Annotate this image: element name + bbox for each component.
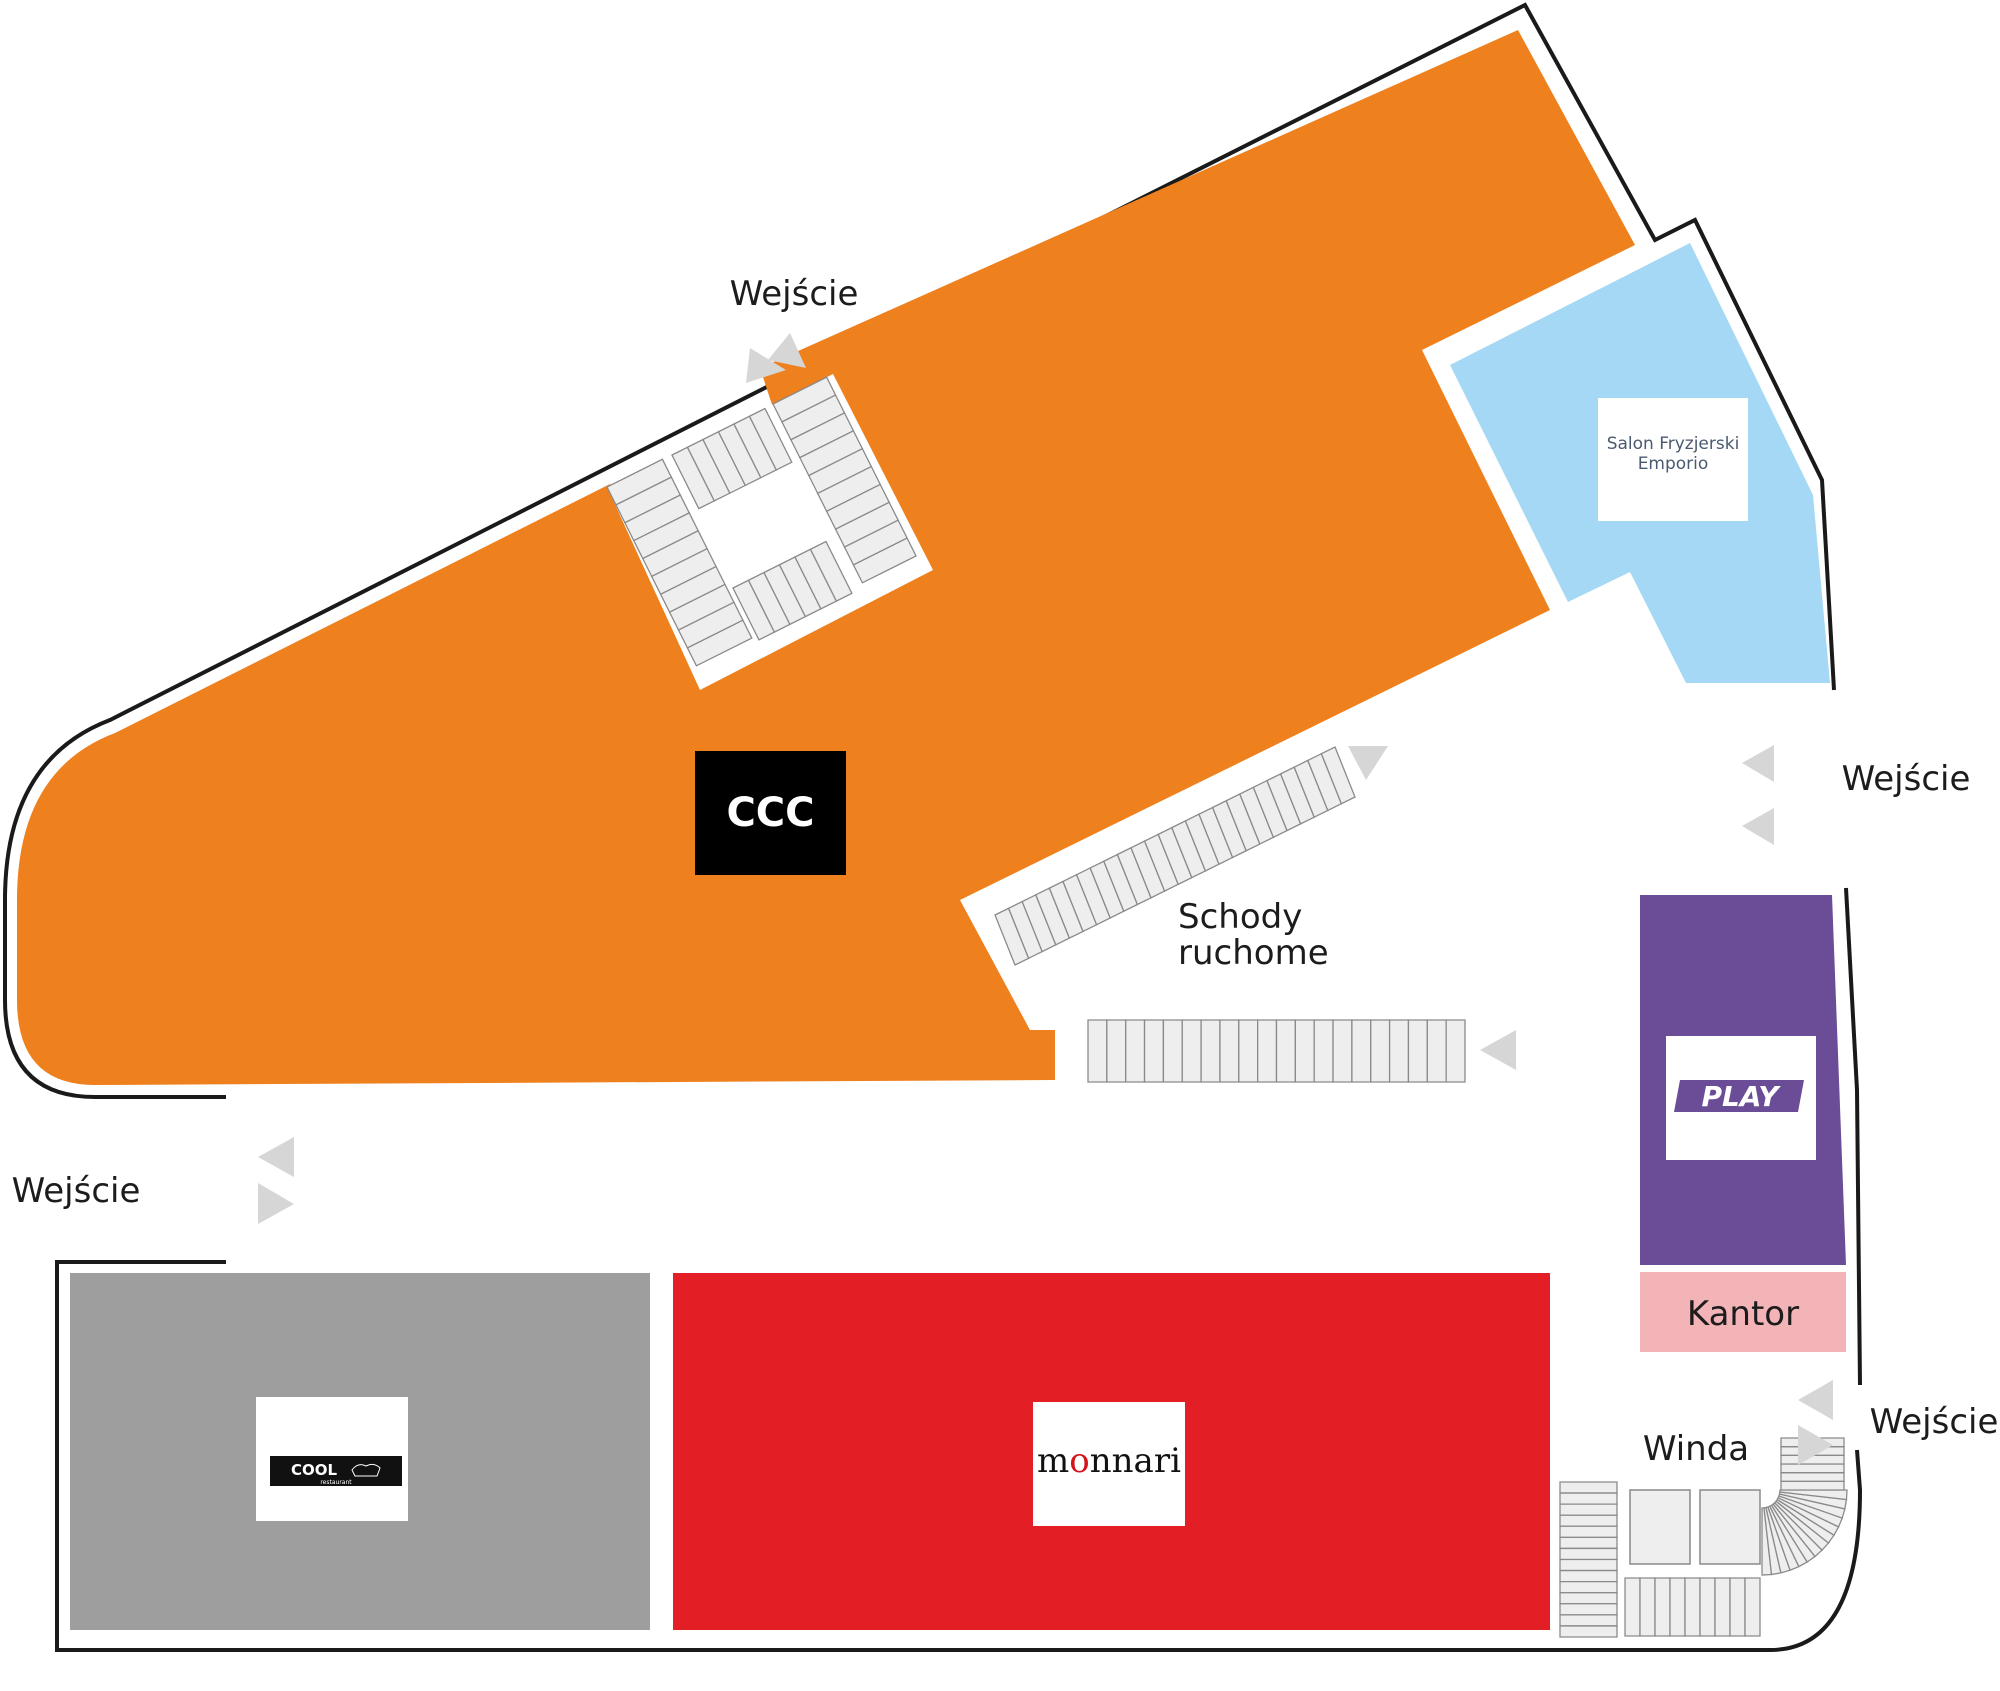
wall-north — [3, 2, 1836, 1099]
entrance-label-top: Wejście — [730, 274, 859, 314]
entrance-arrows — [258, 333, 1833, 1465]
stairs-icon — [1559, 1536, 1618, 1550]
cool-logo-subtext: restaurant — [320, 1479, 352, 1486]
escalator-step — [1370, 1019, 1391, 1083]
escalator-step — [1320, 746, 1356, 805]
triangle-arrow-icon — [1348, 746, 1388, 780]
escalator-diagonal — [994, 746, 1356, 966]
stairs-icon — [1559, 1569, 1618, 1583]
stairs-icon — [1559, 1558, 1618, 1572]
elevator-stair-area — [1559, 1437, 1848, 1638]
monnari-logo-part2: nnari — [1090, 1441, 1181, 1481]
triangle-arrow-icon — [1742, 745, 1774, 782]
stairs-icon — [1559, 1580, 1618, 1594]
central-staircase — [606, 374, 933, 690]
building-walls — [3, 2, 1863, 1652]
elevator-label: Winda — [1643, 1429, 1749, 1469]
stairs-icon — [686, 619, 753, 667]
stairs-icon — [1699, 1577, 1716, 1637]
escalators-label-line2: ruchome — [1178, 933, 1329, 973]
wall-east — [1844, 887, 1862, 1386]
stairs-icon — [1559, 1592, 1618, 1605]
stairs-icon — [809, 540, 853, 602]
escalator-step — [1106, 1019, 1127, 1083]
triangle-arrow-icon — [1480, 1030, 1516, 1070]
stairs-icon — [1780, 1480, 1845, 1491]
stairs-icon — [1559, 1525, 1618, 1539]
monnari-logo-accent: o — [1069, 1441, 1089, 1481]
stairs-icon — [1559, 1492, 1618, 1505]
ccc-logo: CCC — [695, 751, 846, 875]
emporio-logo: Salon Fryzjerski Emporio — [1598, 398, 1748, 521]
escalator-step — [1219, 1019, 1240, 1083]
stairs-icon — [1559, 1514, 1618, 1527]
stairs-icon — [748, 407, 793, 471]
escalator-step — [1294, 1019, 1315, 1083]
cool-logo-text: COOL — [291, 1461, 338, 1479]
triangle-arrow-icon — [258, 1183, 294, 1224]
escalator-step — [1332, 1019, 1353, 1083]
stairs-icon — [1559, 1481, 1618, 1494]
escalator-step — [1125, 1019, 1146, 1083]
stairs-icon — [1639, 1577, 1656, 1637]
escalator-step — [1388, 1019, 1410, 1083]
elevator-car-1[interactable] — [1629, 1489, 1691, 1565]
stairs-icon — [1559, 1503, 1618, 1516]
stairs-icon — [1744, 1577, 1761, 1637]
kantor-label: Kantor — [1687, 1294, 1799, 1334]
escalator-step — [1200, 1019, 1221, 1083]
entrance-label-right-lower: Wejście — [1870, 1402, 1999, 1442]
escalator-step — [1426, 1019, 1447, 1083]
entrance-label-right-upper: Wejście — [1842, 759, 1971, 799]
escalator-step — [1313, 1019, 1334, 1083]
emporio-logo-line1: Salon Fryzjerski — [1607, 434, 1740, 454]
stairs-icon — [1669, 1577, 1686, 1637]
stairs-icon — [1559, 1603, 1618, 1616]
triangle-arrow-icon — [1742, 808, 1774, 845]
stairs-icon — [852, 537, 917, 584]
stairs-icon — [1559, 1625, 1618, 1638]
wall-east-bottom — [55, 1260, 1863, 1652]
stairs-icon — [1654, 1577, 1671, 1637]
ccc-logo-text: CCC — [726, 790, 814, 836]
escalator-step — [1087, 1019, 1108, 1083]
triangle-arrow-icon — [768, 333, 806, 368]
stairs-icon — [1729, 1577, 1746, 1637]
bull-icon — [351, 1463, 381, 1477]
stairs-icon — [1559, 1547, 1618, 1561]
triangle-arrow-icon — [1798, 1380, 1833, 1420]
escalator-step — [1275, 1019, 1296, 1083]
escalator-step — [1445, 1019, 1466, 1083]
triangle-arrow-icon — [746, 348, 786, 383]
stairs-icon — [1624, 1577, 1641, 1637]
kantor-store-area[interactable] — [1640, 1272, 1846, 1352]
monnari-logo: monnari — [1033, 1402, 1185, 1526]
play-logo: PLAY — [1666, 1036, 1816, 1160]
escalator-horizontal — [1087, 1019, 1466, 1083]
escalator-step — [1407, 1019, 1428, 1083]
elevator-car-2[interactable] — [1699, 1489, 1761, 1565]
escalators-label-line1: Schody — [1178, 897, 1302, 937]
triangle-arrow-icon — [1798, 1425, 1833, 1465]
entrance-label-left: Wejście — [12, 1171, 141, 1211]
play-logo-text: PLAY — [1701, 1080, 1781, 1113]
stairs-icon — [1714, 1577, 1731, 1637]
escalator-step — [1257, 1019, 1278, 1083]
monnari-logo-part1: m — [1037, 1441, 1069, 1481]
escalator-step — [1162, 1019, 1183, 1083]
escalator-step — [1181, 1019, 1202, 1083]
cool-logo: COOL restaurant — [256, 1397, 408, 1521]
escalator-step — [1351, 1019, 1372, 1083]
emporio-logo-line2: Emporio — [1638, 454, 1709, 474]
stairs-icon — [1780, 1463, 1845, 1474]
stairs-icon — [1684, 1577, 1701, 1637]
triangle-arrow-icon — [258, 1137, 294, 1177]
escalator-step — [1238, 1019, 1259, 1083]
stairs-icon — [1780, 1472, 1845, 1482]
stairs-icon — [1779, 1489, 1848, 1501]
monnari-logo-text: monnari — [1037, 1441, 1181, 1481]
stairs-icon — [1559, 1614, 1618, 1627]
escalator-step — [1143, 1019, 1165, 1083]
